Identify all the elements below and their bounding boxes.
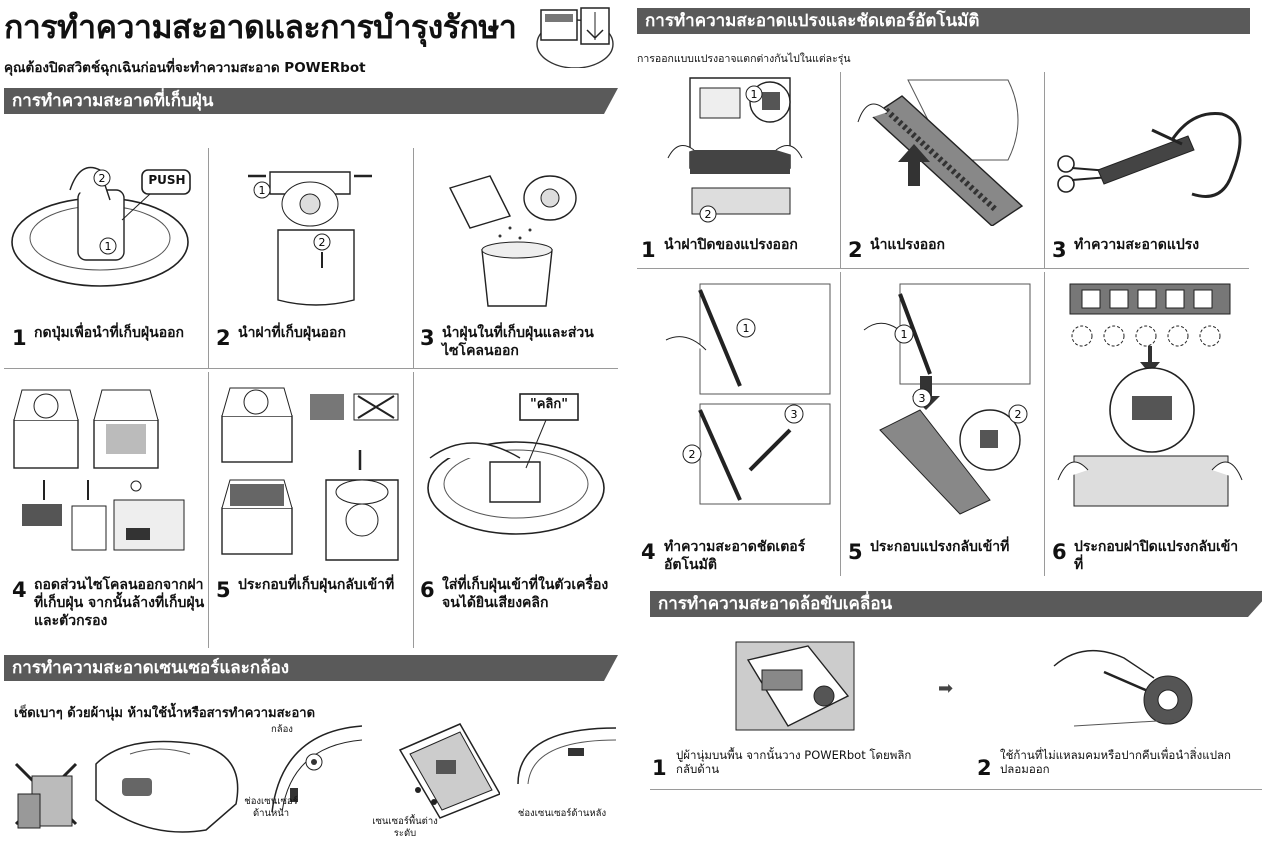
svg-text:1: 1 bbox=[105, 240, 112, 253]
brush-step-1-num: 1 bbox=[641, 238, 656, 262]
svg-text:3: 3 bbox=[919, 392, 926, 405]
svg-text:2: 2 bbox=[1015, 408, 1022, 421]
front-sensor-label: ช่องเซนเซอร์ด้านหน้า bbox=[244, 796, 298, 819]
svg-text:1: 1 bbox=[743, 322, 750, 335]
clean-shutter-illustration: 1 3 2 bbox=[660, 280, 832, 512]
svg-text:2: 2 bbox=[705, 208, 712, 221]
wheel-step-1-text: ปูผ้านุ่มบนพื้น จากนั้นวาง POWERbot โดยพ… bbox=[676, 748, 912, 776]
dust-step-2-num: 2 bbox=[216, 326, 231, 350]
dust-step-4-text: ถอดส่วนไซโคลนออกจากฝาที่เก็บฝุ่น จากนั้น… bbox=[34, 577, 205, 629]
brush-step-4-num: 4 bbox=[641, 540, 656, 564]
wash-filter-illustration bbox=[8, 380, 204, 565]
dust-step-1-num: 1 bbox=[12, 326, 27, 350]
wheel-step-1-num: 1 bbox=[652, 756, 667, 780]
dust-step-4-num: 4 bbox=[12, 578, 27, 602]
wheel-step-2-num: 2 bbox=[977, 756, 992, 780]
dust-bin-heading: การทำความสะอาดที่เก็บฝุ่น bbox=[4, 88, 618, 114]
brush-step-5-num: 5 bbox=[848, 540, 863, 564]
page-subtitle: คุณต้องปิดสวิตช์ฉุกเฉินก่อนที่จะทำความสะ… bbox=[4, 60, 366, 76]
brush-note: การออกแบบแปรงอาจแตกต่างกันไปในแต่ละรุ่น bbox=[637, 53, 851, 65]
remove-lid-illustration: 1 2 bbox=[240, 152, 380, 312]
brush-step-2-text: นำแปรงออก bbox=[870, 237, 945, 253]
rear-sensor-illustration bbox=[512, 724, 616, 800]
remove-brush-illustration bbox=[848, 76, 1032, 226]
svg-text:1: 1 bbox=[901, 328, 908, 341]
arrow-right-icon: ➡ bbox=[938, 678, 954, 699]
press-button-illustration: 2 1 PUSH bbox=[10, 150, 200, 300]
front-sensor-illustration bbox=[262, 722, 362, 818]
svg-text:2: 2 bbox=[319, 236, 326, 249]
svg-text:1: 1 bbox=[751, 88, 758, 101]
brush-step-6-text: ประกอบฝาปิดแปรงกลับเข้าที่ bbox=[1074, 539, 1239, 573]
wheel-heading: การทำความสะอาดล้อขับเคลื่อน bbox=[650, 591, 1262, 617]
dust-step-6-num: 6 bbox=[420, 578, 435, 602]
click-label: "คลิก" bbox=[529, 397, 569, 412]
dust-step-6-text: ใส่ที่เก็บฝุ่นเข้าที่ในตัวเครื่องจนได้ยิ… bbox=[442, 577, 609, 611]
page-title: การทำความสะอาดและการบำรุงรักษา bbox=[4, 8, 517, 46]
brush-heading: การทำความสะอาดแปรงและชัดเตอร์อัตโนมัติ bbox=[637, 8, 1250, 34]
floor-sensor-label: เซนเซอร์พื้นต่างระดับ bbox=[372, 816, 438, 839]
brush-step-5-text: ประกอบแปรงกลับเข้าที่ bbox=[870, 539, 1010, 555]
cliff-sensor-illustration bbox=[396, 720, 500, 820]
brush-step-3-num: 3 bbox=[1052, 238, 1067, 262]
reinstall-brush-illustration: 1 3 2 bbox=[850, 280, 1036, 516]
dust-step-2-text: นำฝาที่เก็บฝุ่นออก bbox=[238, 325, 346, 341]
sensors-instruction: เช็ดเบาๆ ด้วยผ้านุ่ม ห้ามใช้น้ำหรือสารทำ… bbox=[14, 706, 316, 721]
rear-sensor-label: ช่องเซนเซอร์ด้านหลัง bbox=[517, 808, 607, 819]
empty-dust-illustration bbox=[420, 158, 610, 308]
dust-step-5-text: ประกอบที่เก็บฝุ่นกลับเข้าที่ bbox=[238, 577, 395, 593]
dust-step-1-text: กดปุ่มเพื่อนำที่เก็บฝุ่นออก bbox=[34, 325, 184, 341]
reassemble-bin-illustration bbox=[214, 380, 410, 565]
svg-text:3: 3 bbox=[791, 408, 798, 421]
clean-brush-illustration bbox=[1052, 100, 1248, 210]
wipe-sensor-illustration bbox=[10, 724, 250, 839]
insert-bin-illustration: "คลิก" bbox=[420, 388, 610, 558]
push-label: PUSH bbox=[148, 173, 186, 187]
svg-text:2: 2 bbox=[689, 448, 696, 461]
brush-step-3-text: ทำความสะอาดแปรง bbox=[1074, 237, 1200, 253]
reinstall-cover-illustration bbox=[1052, 280, 1248, 516]
svg-text:2: 2 bbox=[99, 172, 106, 185]
wheel-step-2-text: ใช้ก้านที่ไม่แหลมคมหรือปากคีบเพื่อนำสิ่ง… bbox=[1000, 748, 1232, 776]
remove-debris-illustration bbox=[1044, 636, 1194, 732]
brush-step-4-text: ทำความสะอาดชัดเตอร์อัตโนมัติ bbox=[664, 539, 806, 573]
brush-step-6-num: 6 bbox=[1052, 540, 1067, 564]
brush-step-1-text: นำฝาปิดของแปรงออก bbox=[664, 237, 798, 253]
dust-step-3-text: นำฝุ่นในที่เก็บฝุ่นและส่วนไซโคลนออก bbox=[442, 325, 594, 359]
camera-label: กล้อง bbox=[271, 724, 293, 735]
dust-step-3-num: 3 bbox=[420, 326, 435, 350]
svg-text:1: 1 bbox=[259, 184, 266, 197]
emergency-switch-illustration bbox=[535, 4, 615, 68]
brush-step-2-num: 2 bbox=[848, 238, 863, 262]
flip-robot-illustration bbox=[734, 640, 856, 732]
dust-step-5-num: 5 bbox=[216, 578, 231, 602]
sensors-heading: การทำความสะอาดเซนเซอร์และกล้อง bbox=[4, 655, 618, 681]
